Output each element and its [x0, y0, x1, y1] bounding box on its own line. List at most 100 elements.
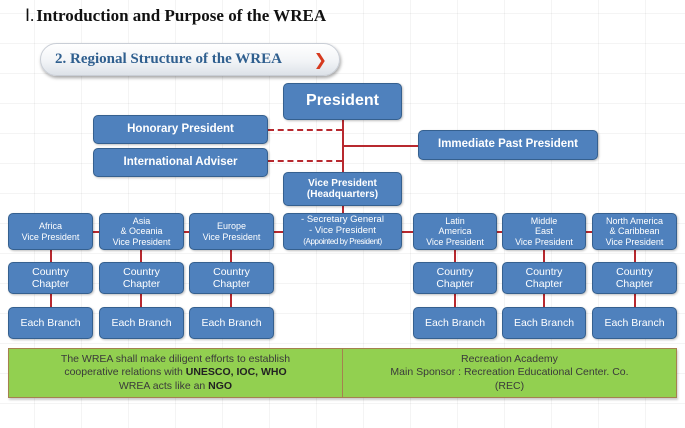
region-line: Vice President: [21, 231, 80, 242]
region-line: Europe: [216, 221, 247, 232]
country-chapter-line: Country: [616, 265, 653, 278]
secretariat-box: - Secretary General- Vice President(Appo…: [283, 213, 402, 250]
region-line: Vice President: [202, 231, 261, 242]
region-line: North America: [605, 215, 664, 226]
footer-left-line: cooperative relations with: [64, 366, 186, 379]
each-branch-box: Each Branch: [8, 307, 93, 339]
footer-right-cell: Recreation Academy Main Sponsor : Recrea…: [343, 349, 676, 397]
country-chapter-line: Country: [123, 265, 160, 278]
region-line: Vice President: [605, 236, 664, 247]
footer-right-line: (REC): [494, 379, 525, 392]
region-line: Africa: [38, 221, 62, 232]
region-line: Vice President: [112, 236, 171, 247]
footer-left-line: WREA acts like an: [118, 379, 209, 392]
each-branch-label: Each Branch: [20, 316, 81, 329]
country-chapter-line: Chapter: [436, 278, 474, 290]
region-line: Vice President: [515, 236, 573, 247]
each-branch-box: Each Branch: [413, 307, 497, 339]
connector-vp-secretariat: [342, 206, 344, 213]
section-numeral: Ⅰ.: [25, 6, 35, 25]
secretariat-line: - Secretary General: [301, 214, 384, 226]
country-chapter-line: Chapter: [122, 278, 161, 290]
chevron-right-icon: ❯: [313, 50, 327, 69]
section-label: 2. Regional Structure of the WREA: [55, 51, 282, 67]
each-branch-label: Each Branch: [111, 316, 172, 329]
honorary-president-box: Honorary President: [93, 115, 268, 144]
footer-right-line: Recreation Academy: [461, 352, 558, 365]
country-chapter-line: Country: [436, 265, 474, 278]
connector-president-trunk: [342, 120, 344, 172]
secretariat-line: (Appointed by President): [303, 236, 382, 246]
country-chapter-line: Country: [213, 265, 250, 278]
country-chapter-line: Chapter: [31, 278, 70, 290]
secretariat-label: - Secretary General- Vice President(Appo…: [301, 214, 384, 248]
connector-honorary-dashed: [268, 129, 342, 131]
page-title: Ⅰ.Introduction and Purpose of the WREA: [25, 6, 326, 26]
vp-hq-line: Vice President: [308, 177, 377, 189]
country-chapter-line: Country: [32, 265, 69, 278]
partner-organizations: UNESCO, IOC, WHO: [185, 366, 287, 379]
each-branch-label: Each Branch: [513, 316, 575, 329]
country-chapter-line: Chapter: [615, 278, 654, 290]
section-header-button[interactable]: 2. Regional Structure of the WREA ❯: [40, 43, 340, 76]
region-line: Middle: [530, 215, 558, 226]
country-chapter-line: Chapter: [525, 278, 563, 290]
international-adviser-box: International Adviser: [93, 148, 268, 177]
connector-adviser-dashed: [268, 160, 342, 162]
page-title-text: Introduction and Purpose of the WREA: [36, 6, 327, 25]
connector-past-president: [344, 145, 418, 147]
region-line: Vice President: [426, 236, 484, 247]
each-branch-box: Each Branch: [99, 307, 184, 339]
vice-president-hq-box: Vice President (Headquarters): [283, 172, 402, 206]
country-chapter-line: Country: [525, 265, 563, 278]
region-line: Latin: [445, 215, 465, 226]
each-branch-box: Each Branch: [189, 307, 274, 339]
country-chapter-line: Chapter: [212, 278, 251, 290]
region-line: America: [438, 226, 472, 237]
region-line: & Oceania: [120, 226, 163, 237]
footer-left-text: The WREA shall make diligent efforts to …: [61, 353, 290, 394]
president-label: President: [306, 92, 379, 110]
each-branch-box: Each Branch: [502, 307, 586, 339]
footer-right-text: Recreation Academy Main Sponsor : Recrea…: [390, 353, 628, 394]
footer-left-line: The WREA shall make diligent efforts to …: [60, 352, 291, 365]
footer-right-line: Main Sponsor : Recreation Educational Ce…: [390, 366, 629, 379]
each-branch-label: Each Branch: [424, 316, 486, 329]
each-branch-label: Each Branch: [604, 316, 665, 329]
president-box: President: [283, 83, 402, 120]
immediate-past-president-label: Immediate Past President: [438, 138, 578, 151]
vice-president-hq-label: Vice President (Headquarters): [307, 178, 378, 201]
footer-banner: The WREA shall make diligent efforts to …: [8, 348, 677, 398]
each-branch-box: Each Branch: [592, 307, 677, 339]
region-line: & Caribbean: [609, 226, 660, 237]
immediate-past-president-box: Immediate Past President: [418, 130, 598, 160]
each-branch-label: Each Branch: [201, 316, 262, 329]
region-line: East: [534, 226, 553, 237]
ngo-label: NGO: [208, 379, 233, 392]
international-adviser-label: International Adviser: [123, 155, 238, 168]
secretariat-line: - Vice President: [309, 225, 376, 237]
